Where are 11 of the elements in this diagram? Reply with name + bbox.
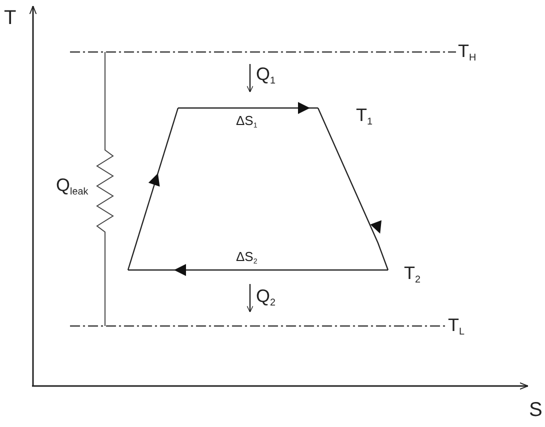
temperature-label: T$_{H}$ bbox=[458, 42, 476, 64]
axis-label: S bbox=[529, 400, 542, 420]
entropy-label: ΔS$_{2}$ bbox=[236, 250, 258, 266]
temperature-label: T$_{L}$ bbox=[448, 316, 464, 338]
heat-label: Q$_{leak}$ bbox=[56, 176, 88, 198]
heat-label: Q$_{2}$ bbox=[256, 287, 276, 308]
temperature-label: T$_{2}$ bbox=[404, 264, 420, 286]
axis-label: T bbox=[4, 8, 16, 28]
temperature-label: T$_{1}$ bbox=[356, 106, 372, 128]
entropy-label: ΔS$_{1}$ bbox=[236, 114, 258, 130]
heat-label: Q$_{1}$ bbox=[256, 65, 276, 86]
